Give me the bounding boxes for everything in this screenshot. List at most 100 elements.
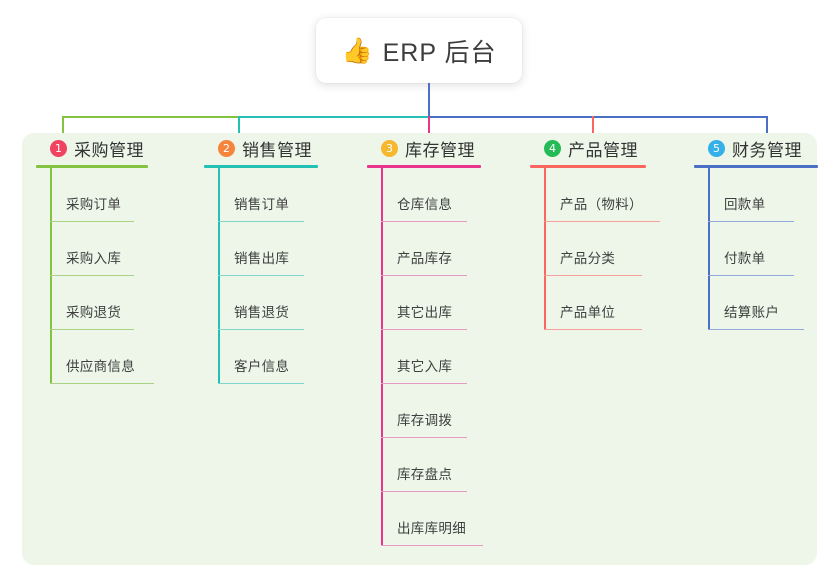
branch-header-rule <box>367 165 481 168</box>
root-title: ERP 后台 <box>382 38 497 67</box>
branch-item[interactable]: 库存调拨 <box>367 384 481 438</box>
branch-item-label: 其它入库 <box>397 359 453 374</box>
branch-item-label: 产品分类 <box>560 251 616 266</box>
branch-header[interactable]: 4 产品管理 <box>530 133 646 163</box>
bus-segment-blue <box>428 116 768 118</box>
branch-item[interactable]: 其它出库 <box>367 276 481 330</box>
branch-column-1: 1 采购管理采购订单采购入库采购退货供应商信息 <box>36 133 154 384</box>
branch-items: 仓库信息产品库存其它出库其它入库库存调拨库存盘点出库库明细 <box>367 168 483 546</box>
branch-item[interactable]: 供应商信息 <box>36 330 154 384</box>
branch-item-rule <box>381 544 483 546</box>
branch-item-rule <box>544 328 642 330</box>
drop-sales <box>238 116 240 144</box>
branch-number-badge: 4 <box>544 139 561 157</box>
branch-item-label: 结算账户 <box>724 305 780 320</box>
branch-item-rule <box>381 382 467 384</box>
branch-item-rule <box>50 328 134 330</box>
bus-segment-teal <box>238 116 428 118</box>
branch-item[interactable]: 采购退货 <box>36 276 148 330</box>
branch-item-rule <box>50 382 154 384</box>
drop-finance <box>766 116 768 144</box>
branch-item[interactable]: 采购订单 <box>36 168 148 222</box>
branch-item-label: 采购订单 <box>66 197 122 212</box>
branch-item-rule <box>708 328 804 330</box>
branch-item-label: 产品库存 <box>397 251 453 266</box>
branch-item-label: 库存盘点 <box>397 467 453 482</box>
branch-item[interactable]: 回款单 <box>694 168 818 222</box>
branch-header[interactable]: 1 采购管理 <box>36 133 148 163</box>
branch-column-5: 5 财务管理回款单付款单结算账户 <box>694 133 818 330</box>
branch-item-label: 销售出库 <box>234 251 290 266</box>
branch-spine <box>218 168 220 384</box>
branch-item[interactable]: 客户信息 <box>204 330 318 384</box>
branch-item-rule <box>708 274 794 276</box>
branch-item[interactable]: 产品库存 <box>367 222 481 276</box>
branch-item-rule <box>381 220 467 222</box>
branch-item-label: 采购退货 <box>66 305 122 320</box>
branch-item-rule <box>218 274 304 276</box>
branch-item[interactable]: 采购入库 <box>36 222 148 276</box>
branch-item-label: 库存调拨 <box>397 413 453 428</box>
thumbs-up-icon: 👍 <box>341 36 373 65</box>
branch-items: 销售订单销售出库销售退货客户信息 <box>204 168 318 384</box>
branch-title: 产品管理 <box>568 140 638 160</box>
branch-header-rule <box>694 165 818 168</box>
root-node[interactable]: 👍 ERP 后台 <box>316 18 522 83</box>
branch-item-label: 产品（物料） <box>560 197 643 212</box>
drop-purchase <box>62 116 64 144</box>
branch-title: 采购管理 <box>74 140 144 160</box>
branch-item[interactable]: 其它入库 <box>367 330 481 384</box>
branch-item[interactable]: 产品单位 <box>530 276 646 330</box>
branch-item-label: 其它出库 <box>397 305 453 320</box>
branch-item[interactable]: 付款单 <box>694 222 818 276</box>
branch-column-3: 3 库存管理仓库信息产品库存其它出库其它入库库存调拨库存盘点出库库明细 <box>367 133 483 546</box>
branch-item-rule <box>218 328 304 330</box>
branch-header-rule <box>530 165 646 168</box>
branch-header-rule <box>36 165 148 168</box>
branch-item[interactable]: 产品分类 <box>530 222 646 276</box>
branch-item[interactable]: 出库库明细 <box>367 492 483 546</box>
branch-item-rule <box>50 220 134 222</box>
branch-spine <box>544 168 546 330</box>
branch-number-badge: 3 <box>381 139 398 157</box>
branch-spine <box>708 168 710 330</box>
branch-title: 销售管理 <box>242 140 312 160</box>
branch-item-rule <box>381 436 467 438</box>
branch-title: 财务管理 <box>732 140 802 160</box>
branch-title: 库存管理 <box>405 140 475 160</box>
branch-item[interactable]: 销售出库 <box>204 222 318 276</box>
branch-items: 采购订单采购入库采购退货供应商信息 <box>36 168 154 384</box>
branch-number-badge: 5 <box>708 139 725 157</box>
branch-item[interactable]: 库存盘点 <box>367 438 481 492</box>
branch-item-label: 销售退货 <box>234 305 290 320</box>
branch-header-rule <box>204 165 318 168</box>
branch-item-rule <box>50 274 134 276</box>
branch-items: 回款单付款单结算账户 <box>694 168 818 330</box>
drop-product <box>592 116 594 144</box>
branch-number-badge: 1 <box>50 139 67 157</box>
branch-item-label: 销售订单 <box>234 197 290 212</box>
branch-item-label: 仓库信息 <box>397 197 453 212</box>
branch-item-label: 供应商信息 <box>66 359 135 374</box>
branch-item[interactable]: 销售退货 <box>204 276 318 330</box>
branch-item-rule <box>381 328 467 330</box>
branch-item[interactable]: 仓库信息 <box>367 168 481 222</box>
branch-header[interactable]: 3 库存管理 <box>367 133 481 163</box>
branch-item-rule <box>218 220 304 222</box>
branch-spine <box>50 168 52 384</box>
branch-item[interactable]: 销售订单 <box>204 168 318 222</box>
branch-item-label: 产品单位 <box>560 305 616 320</box>
branch-item-label: 回款单 <box>724 197 766 212</box>
branch-items: 产品（物料） 产品分类产品单位 <box>530 168 660 330</box>
branch-item[interactable]: 结算账户 <box>694 276 818 330</box>
drop-inventory <box>428 116 430 144</box>
branch-item[interactable]: 产品（物料） <box>530 168 660 222</box>
branch-header[interactable]: 5 财务管理 <box>694 133 818 163</box>
branch-spine <box>381 168 383 546</box>
branch-item-rule <box>218 382 304 384</box>
branch-item-rule <box>381 490 467 492</box>
